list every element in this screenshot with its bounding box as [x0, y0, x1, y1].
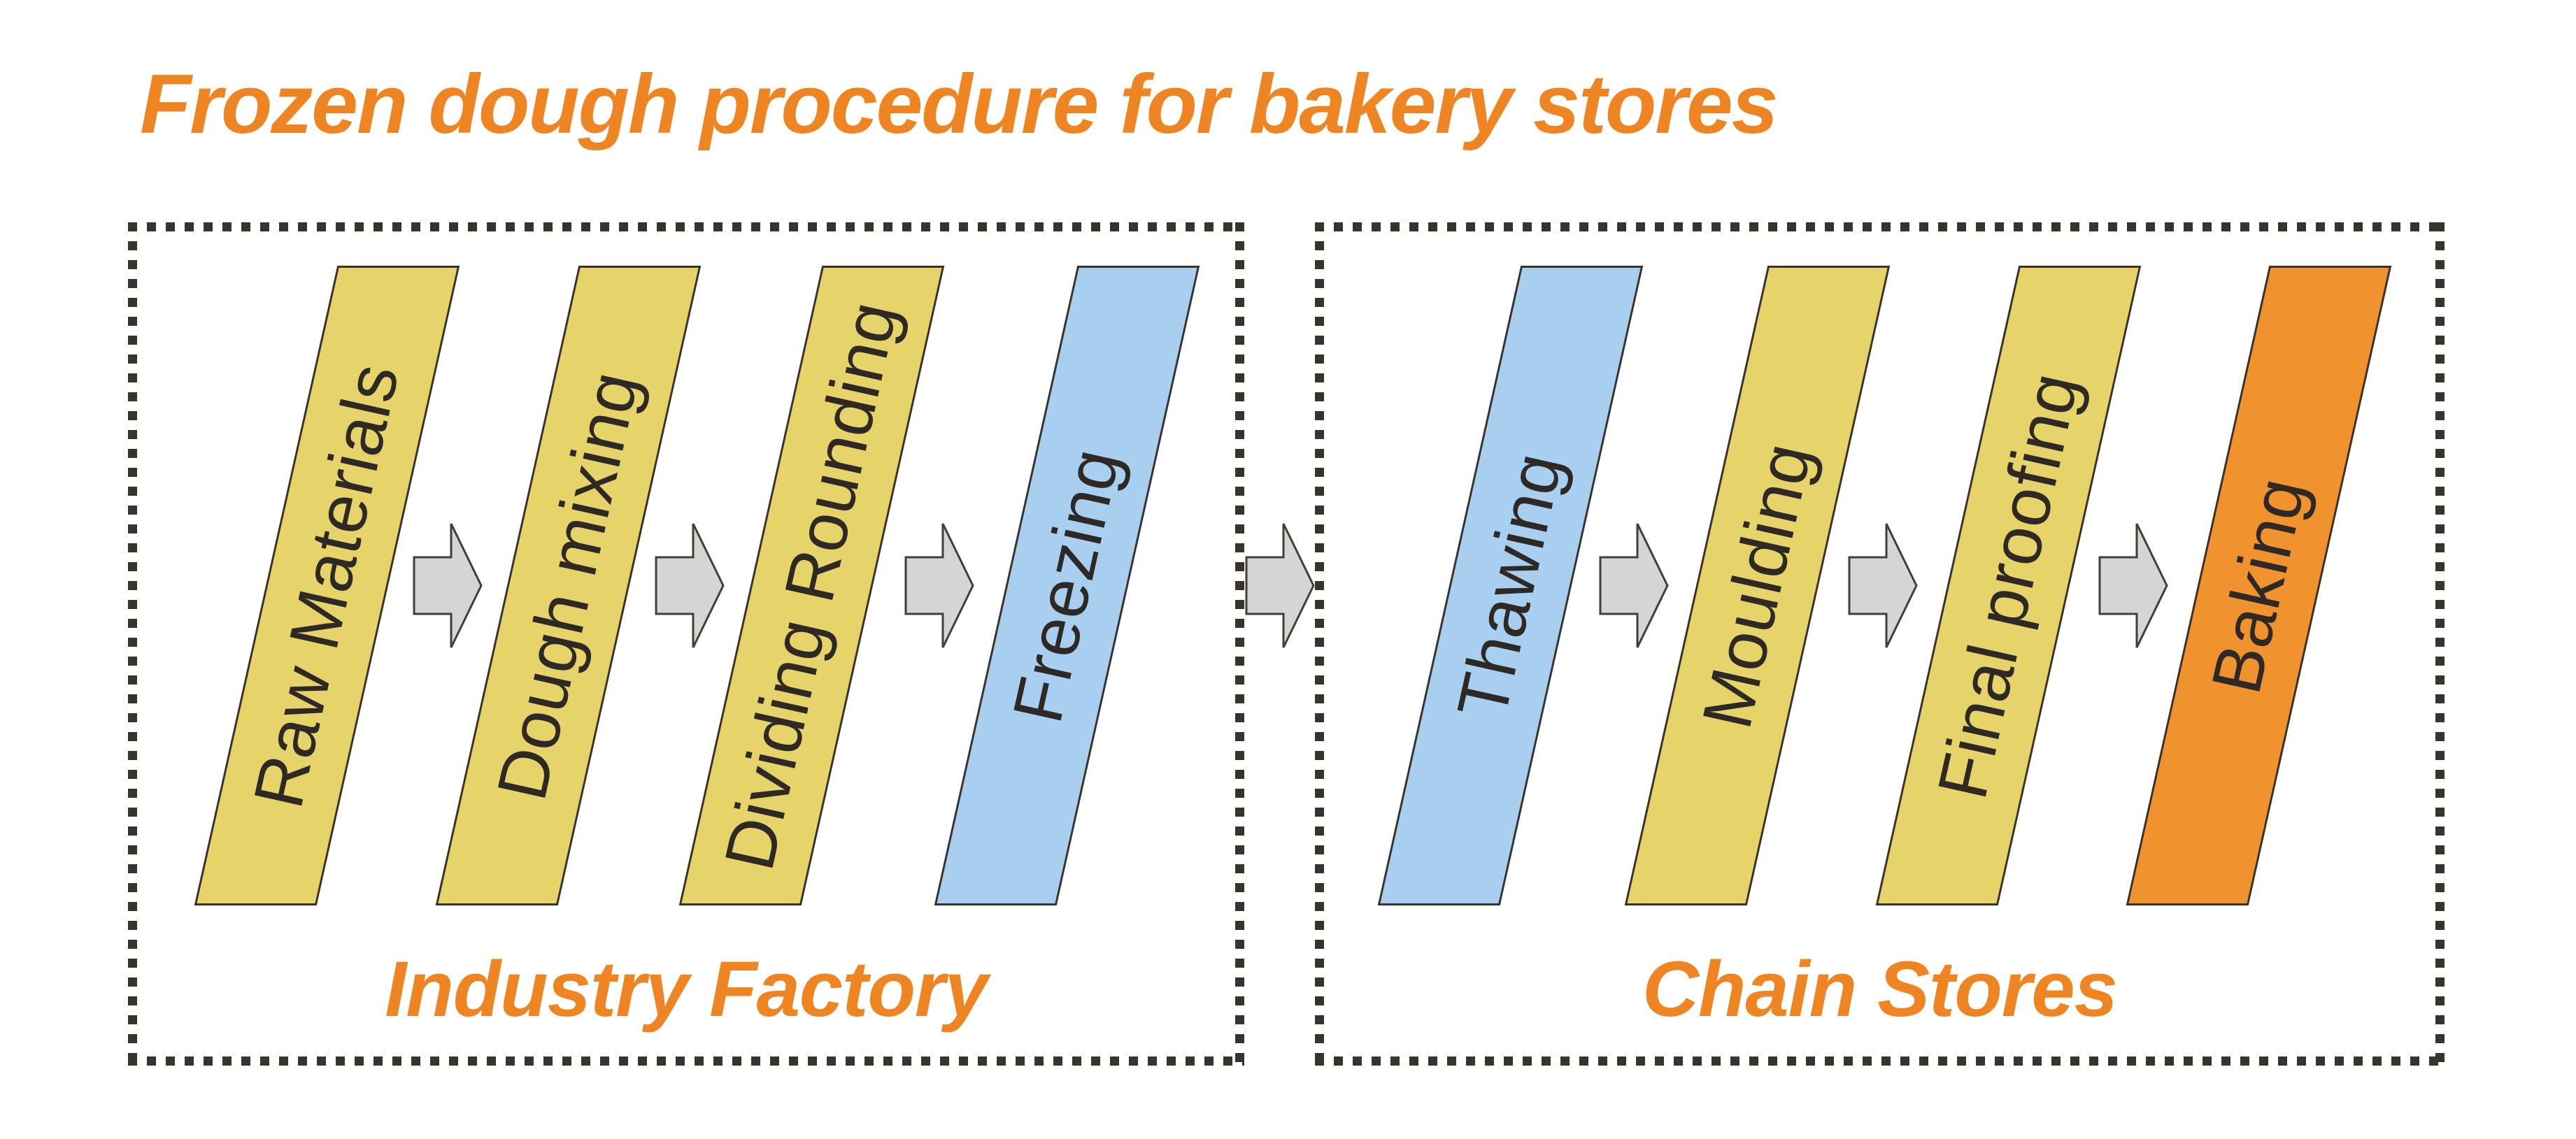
- flow-arrow-icon: [1245, 521, 1315, 650]
- flow-arrow-icon: [2098, 521, 2168, 650]
- stage-label-thawing: Thawing: [1442, 445, 1578, 726]
- stage-label-dough-mixing: Dough mixing: [482, 364, 654, 807]
- right-arrow-glyph: [904, 523, 974, 648]
- flow-arrow-icon: [1848, 521, 1918, 650]
- right-arrow-glyph: [655, 523, 725, 648]
- stage-label-raw-materials: Raw Materials: [239, 356, 415, 815]
- industry-factory-label: Industry Factory: [385, 945, 988, 1033]
- right-arrow-glyph: [1848, 523, 1918, 648]
- right-arrow-glyph: [1245, 523, 1315, 648]
- chain-stores-label: Chain Stores: [1642, 945, 2118, 1033]
- stage-label-freezing: Freezing: [998, 441, 1135, 730]
- industry-factory-panel: Raw Materials Dough mixing Dividing Roun…: [128, 222, 1244, 1066]
- stage-label-moulding: Moulding: [1687, 436, 1827, 736]
- flow-arrow-icon: [655, 521, 725, 650]
- stage-label-baking: Baking: [2196, 471, 2321, 701]
- right-arrow-glyph: [2098, 523, 2168, 648]
- flow-arrow-icon: [1599, 521, 1669, 650]
- stage-label-dividing-rounding: Dividing Rounding: [709, 294, 913, 877]
- right-arrow-glyph: [413, 523, 483, 648]
- stage-label-final-proofing: Final proofing: [1922, 365, 2094, 806]
- diagram-title: Frozen dough procedure for bakery stores: [140, 57, 1778, 151]
- flow-arrow-icon: [904, 521, 974, 650]
- chain-stores-panel: Thawing Moulding Final proofing Baking: [1315, 222, 2445, 1066]
- flow-arrow-icon: [413, 521, 483, 650]
- right-arrow-glyph: [1599, 523, 1669, 648]
